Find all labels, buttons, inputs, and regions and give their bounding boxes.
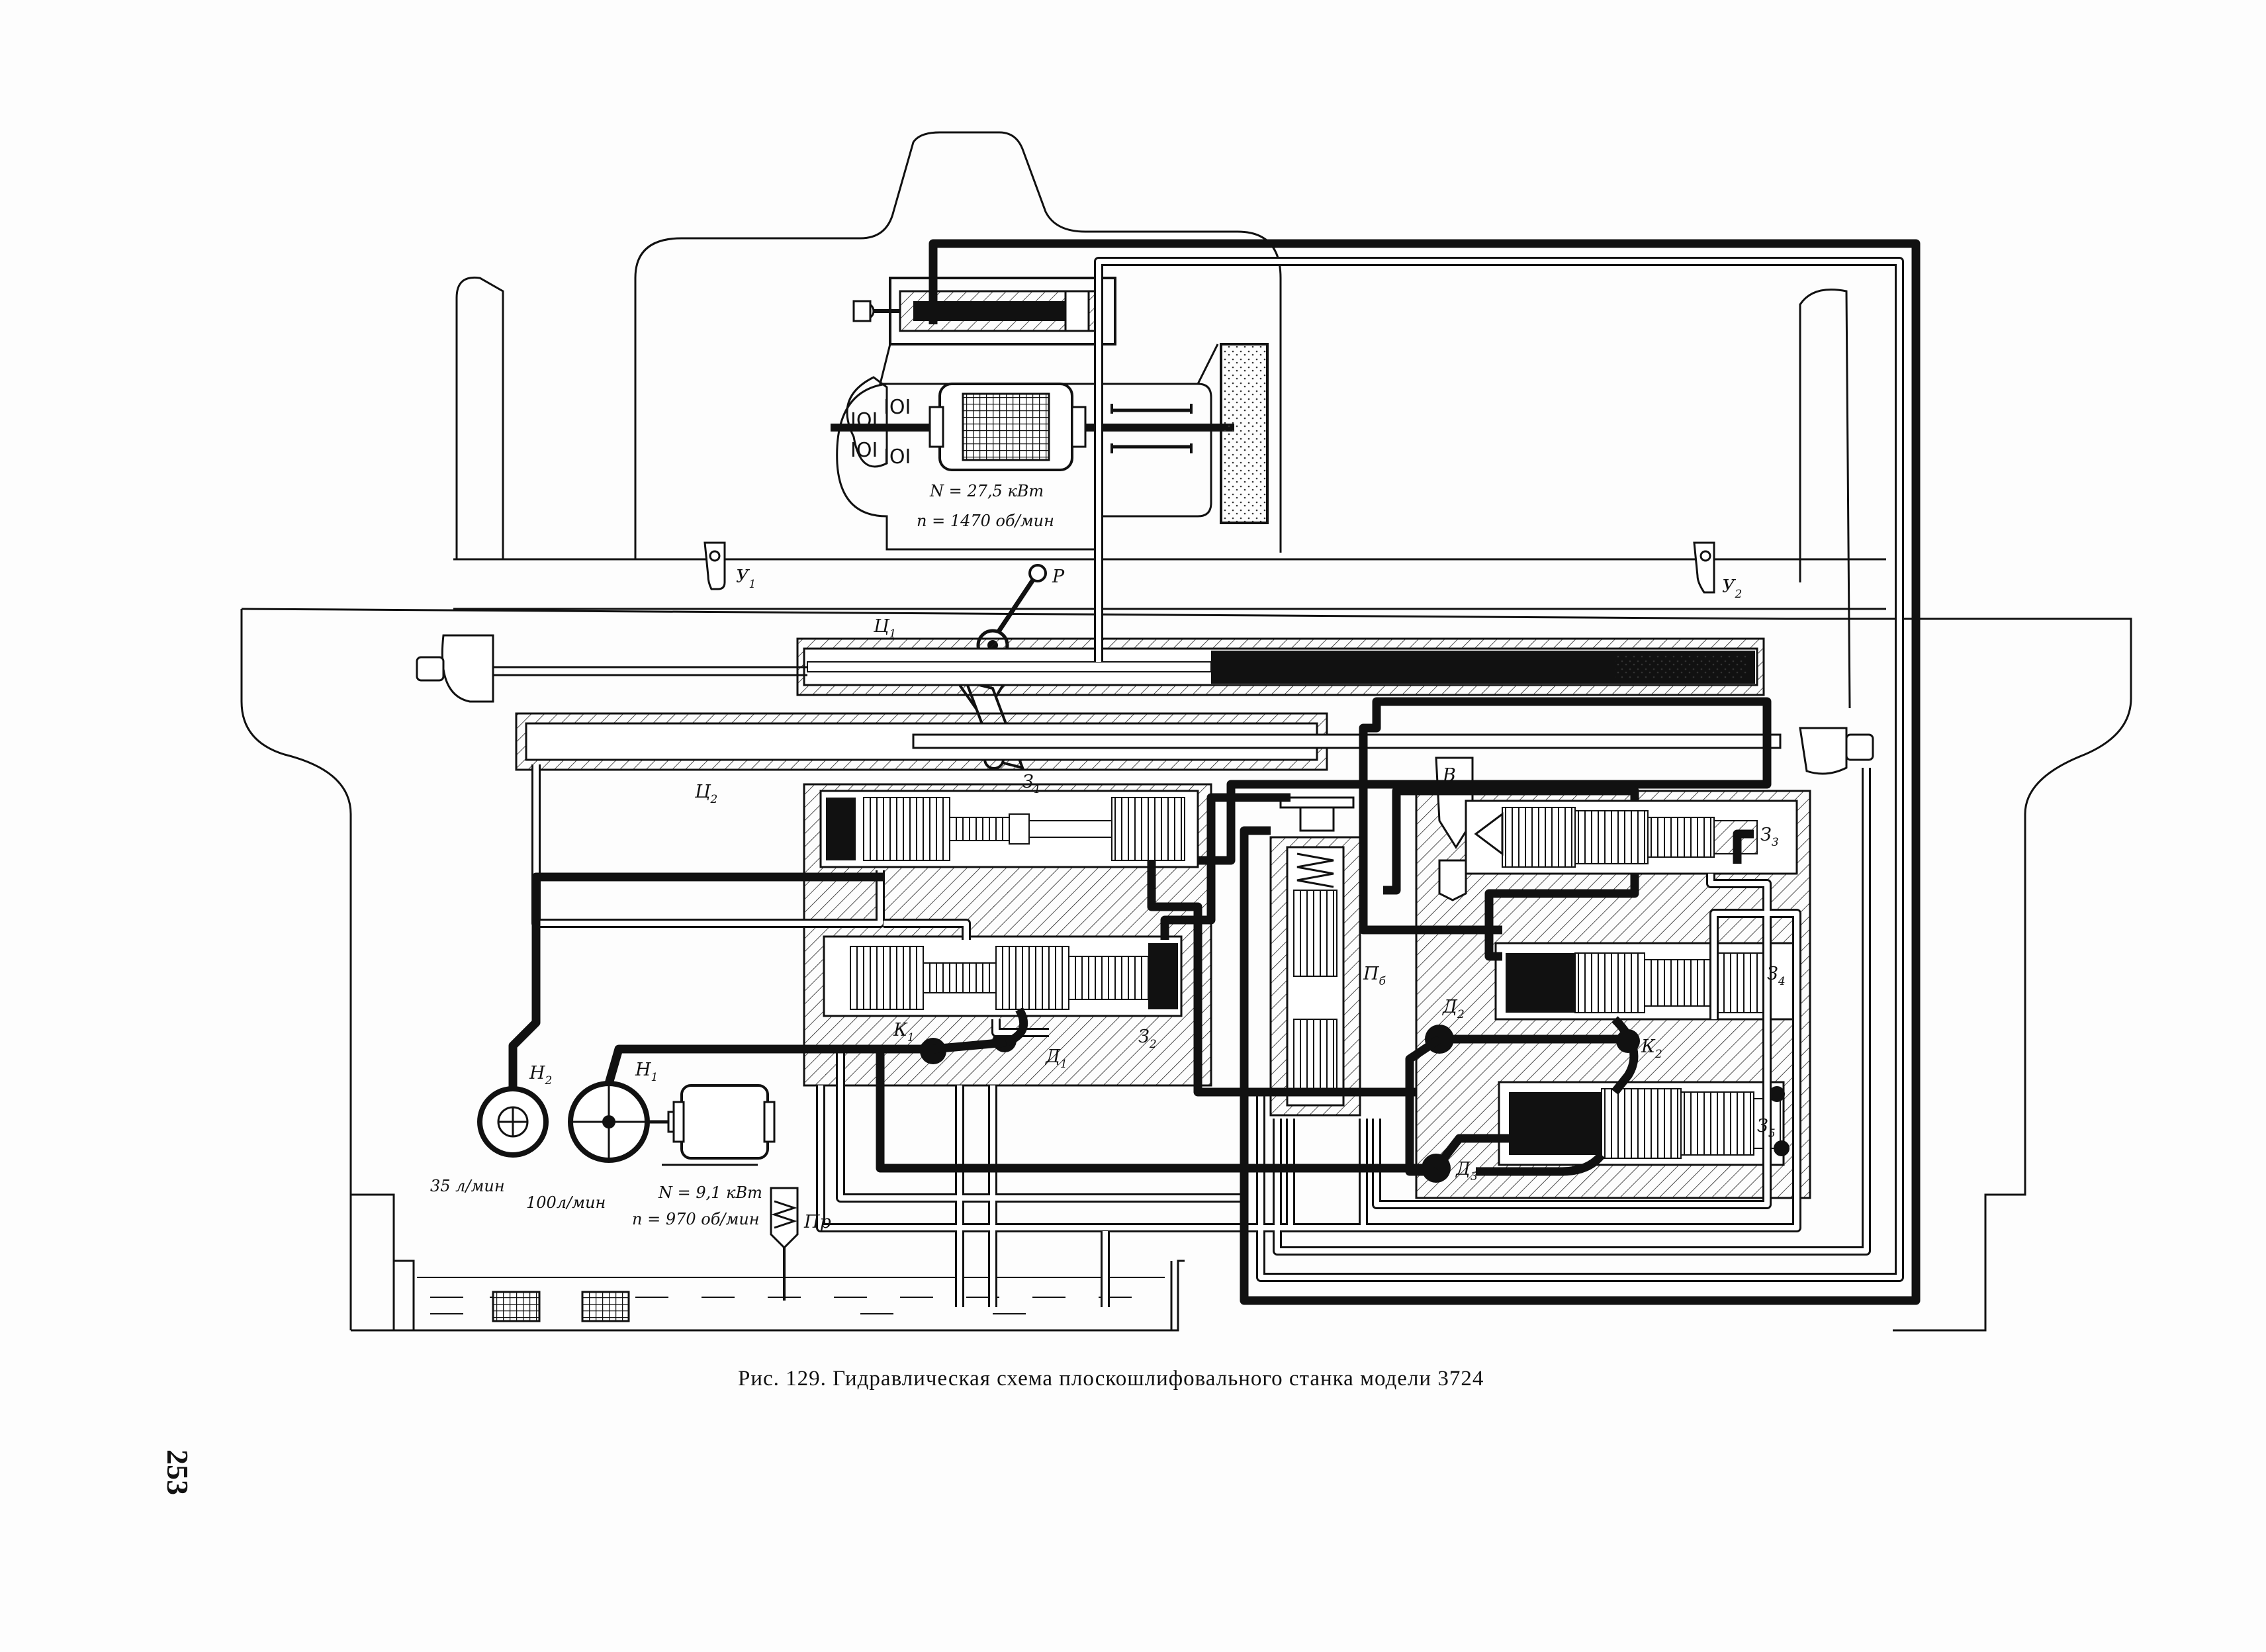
cylinder-c1-rod-end	[1615, 655, 1747, 678]
throttle-d1-label: Д	[1045, 1046, 1061, 1067]
throttle-d2-sub: 2	[1457, 1008, 1465, 1021]
svg-text:З5: З5	[1757, 1116, 1776, 1140]
pump-2-sub: 2	[545, 1074, 553, 1087]
valve-block-right	[1415, 757, 1811, 1199]
stop-2-label: У	[1722, 576, 1737, 597]
svg-text:К2: К2	[1641, 1036, 1662, 1061]
spool-2-label: З	[1138, 1027, 1150, 1047]
svg-text:З1: З1	[1022, 772, 1041, 796]
valve-block-left	[803, 783, 1212, 1087]
diagram-labels: N = 27,5 кВт n = 1470 об/мин N = 9,1 кВт…	[430, 482, 1786, 1232]
svg-text:З2: З2	[1138, 1027, 1157, 1051]
flow-h2: 35 л/мин	[430, 1177, 505, 1195]
page-number: 253	[161, 1449, 195, 1495]
filter-h2	[492, 1291, 541, 1322]
check-k1-label: К	[893, 1020, 908, 1040]
spool-1-sub: 1	[1034, 783, 1041, 796]
svg-text:Ц2: Ц2	[694, 782, 717, 806]
pump-motor-power: N = 9,1 кВт	[658, 1183, 762, 1202]
svg-text:IOI: IOI	[884, 396, 911, 419]
return-lines-inner	[533, 259, 1902, 1307]
svg-text:Д2: Д2	[1442, 997, 1465, 1021]
svg-text:У2: У2	[1722, 576, 1742, 601]
valve-pb-sub: б	[1379, 975, 1386, 988]
svg-text:Н1: Н1	[635, 1060, 658, 1084]
pump-motor	[647, 1084, 776, 1166]
relief-label: Пр	[803, 1212, 831, 1232]
check-k2-label: К	[1641, 1036, 1656, 1057]
cyl-1-label: Ц	[873, 616, 890, 637]
throttle-d3-sub: 3	[1471, 1170, 1478, 1183]
figure-caption: Рис. 129. Гидравлическая схема плоскошли…	[738, 1367, 1484, 1391]
stop-1-sub: 1	[749, 578, 756, 591]
spool-5-label: З	[1757, 1116, 1768, 1136]
svg-text:IOI: IOI	[850, 439, 878, 462]
table-stops	[703, 541, 1715, 594]
cyl-2-label: Ц	[694, 782, 711, 802]
main-motor-power: N = 27,5 кВт	[929, 482, 1044, 500]
valve-b-label: В	[1442, 765, 1456, 786]
throttle-d2-label: Д	[1442, 997, 1458, 1017]
svg-text:Д1: Д1	[1045, 1046, 1067, 1071]
spool-3-label: З	[1760, 825, 1772, 845]
svg-text:IOI: IOI	[884, 445, 911, 469]
table-cylinder-c2	[515, 712, 1782, 771]
spool-4-sub: 4	[1778, 975, 1786, 988]
pump-h1	[568, 1081, 650, 1163]
spool-1-label: З	[1022, 772, 1034, 792]
check-k1-sub: 1	[907, 1031, 915, 1044]
pump-1-label: Н	[635, 1060, 651, 1080]
throttle-d3-label: Д	[1455, 1159, 1471, 1179]
cyl-2-sub: 2	[710, 793, 718, 806]
table-end-brackets	[416, 634, 1874, 775]
pump-2-label: Н	[529, 1063, 545, 1083]
svg-text:К1: К1	[893, 1020, 915, 1044]
pump-h2	[477, 1086, 549, 1158]
svg-text:У1: У1	[736, 567, 756, 591]
spool-4-label: З	[1767, 964, 1778, 984]
spool-2-sub: 2	[1149, 1038, 1157, 1051]
machine-frame	[240, 131, 2132, 1332]
main-motor-speed: n = 1470 об/мин	[917, 512, 1054, 530]
wheelhead: IOI IOI IOI IOI	[831, 277, 1269, 551]
pressure-lines	[508, 239, 1921, 1305]
svg-text:Ц1: Ц1	[873, 616, 896, 641]
svg-text:Д3: Д3	[1455, 1159, 1478, 1183]
valve-pb	[1269, 796, 1361, 1117]
spool-5-sub: 5	[1768, 1127, 1776, 1140]
pump-motor-speed: n = 970 об/мин	[632, 1210, 760, 1228]
throttle-d1-sub: 1	[1060, 1058, 1067, 1071]
svg-text:З4: З4	[1767, 964, 1786, 988]
filter-h1	[581, 1291, 630, 1322]
stop-1-label: У	[736, 567, 750, 587]
check-k2-sub: 2	[1654, 1048, 1662, 1061]
lever-label: Р	[1052, 567, 1065, 587]
flow-h1: 100л/мин	[526, 1193, 606, 1212]
stop-2-sub: 2	[1735, 588, 1743, 601]
table-cylinder-c1	[493, 637, 1765, 696]
svg-text:Н2: Н2	[529, 1063, 552, 1087]
svg-text:З3: З3	[1760, 825, 1779, 849]
valve-pb-label: П	[1363, 964, 1379, 984]
cyl-1-sub: 1	[889, 627, 897, 641]
svg-text:Пб: Пб	[1363, 964, 1386, 988]
spool-3-sub: 3	[1772, 836, 1779, 849]
relief-valve	[770, 1187, 799, 1301]
pump-1-sub: 1	[651, 1071, 658, 1084]
